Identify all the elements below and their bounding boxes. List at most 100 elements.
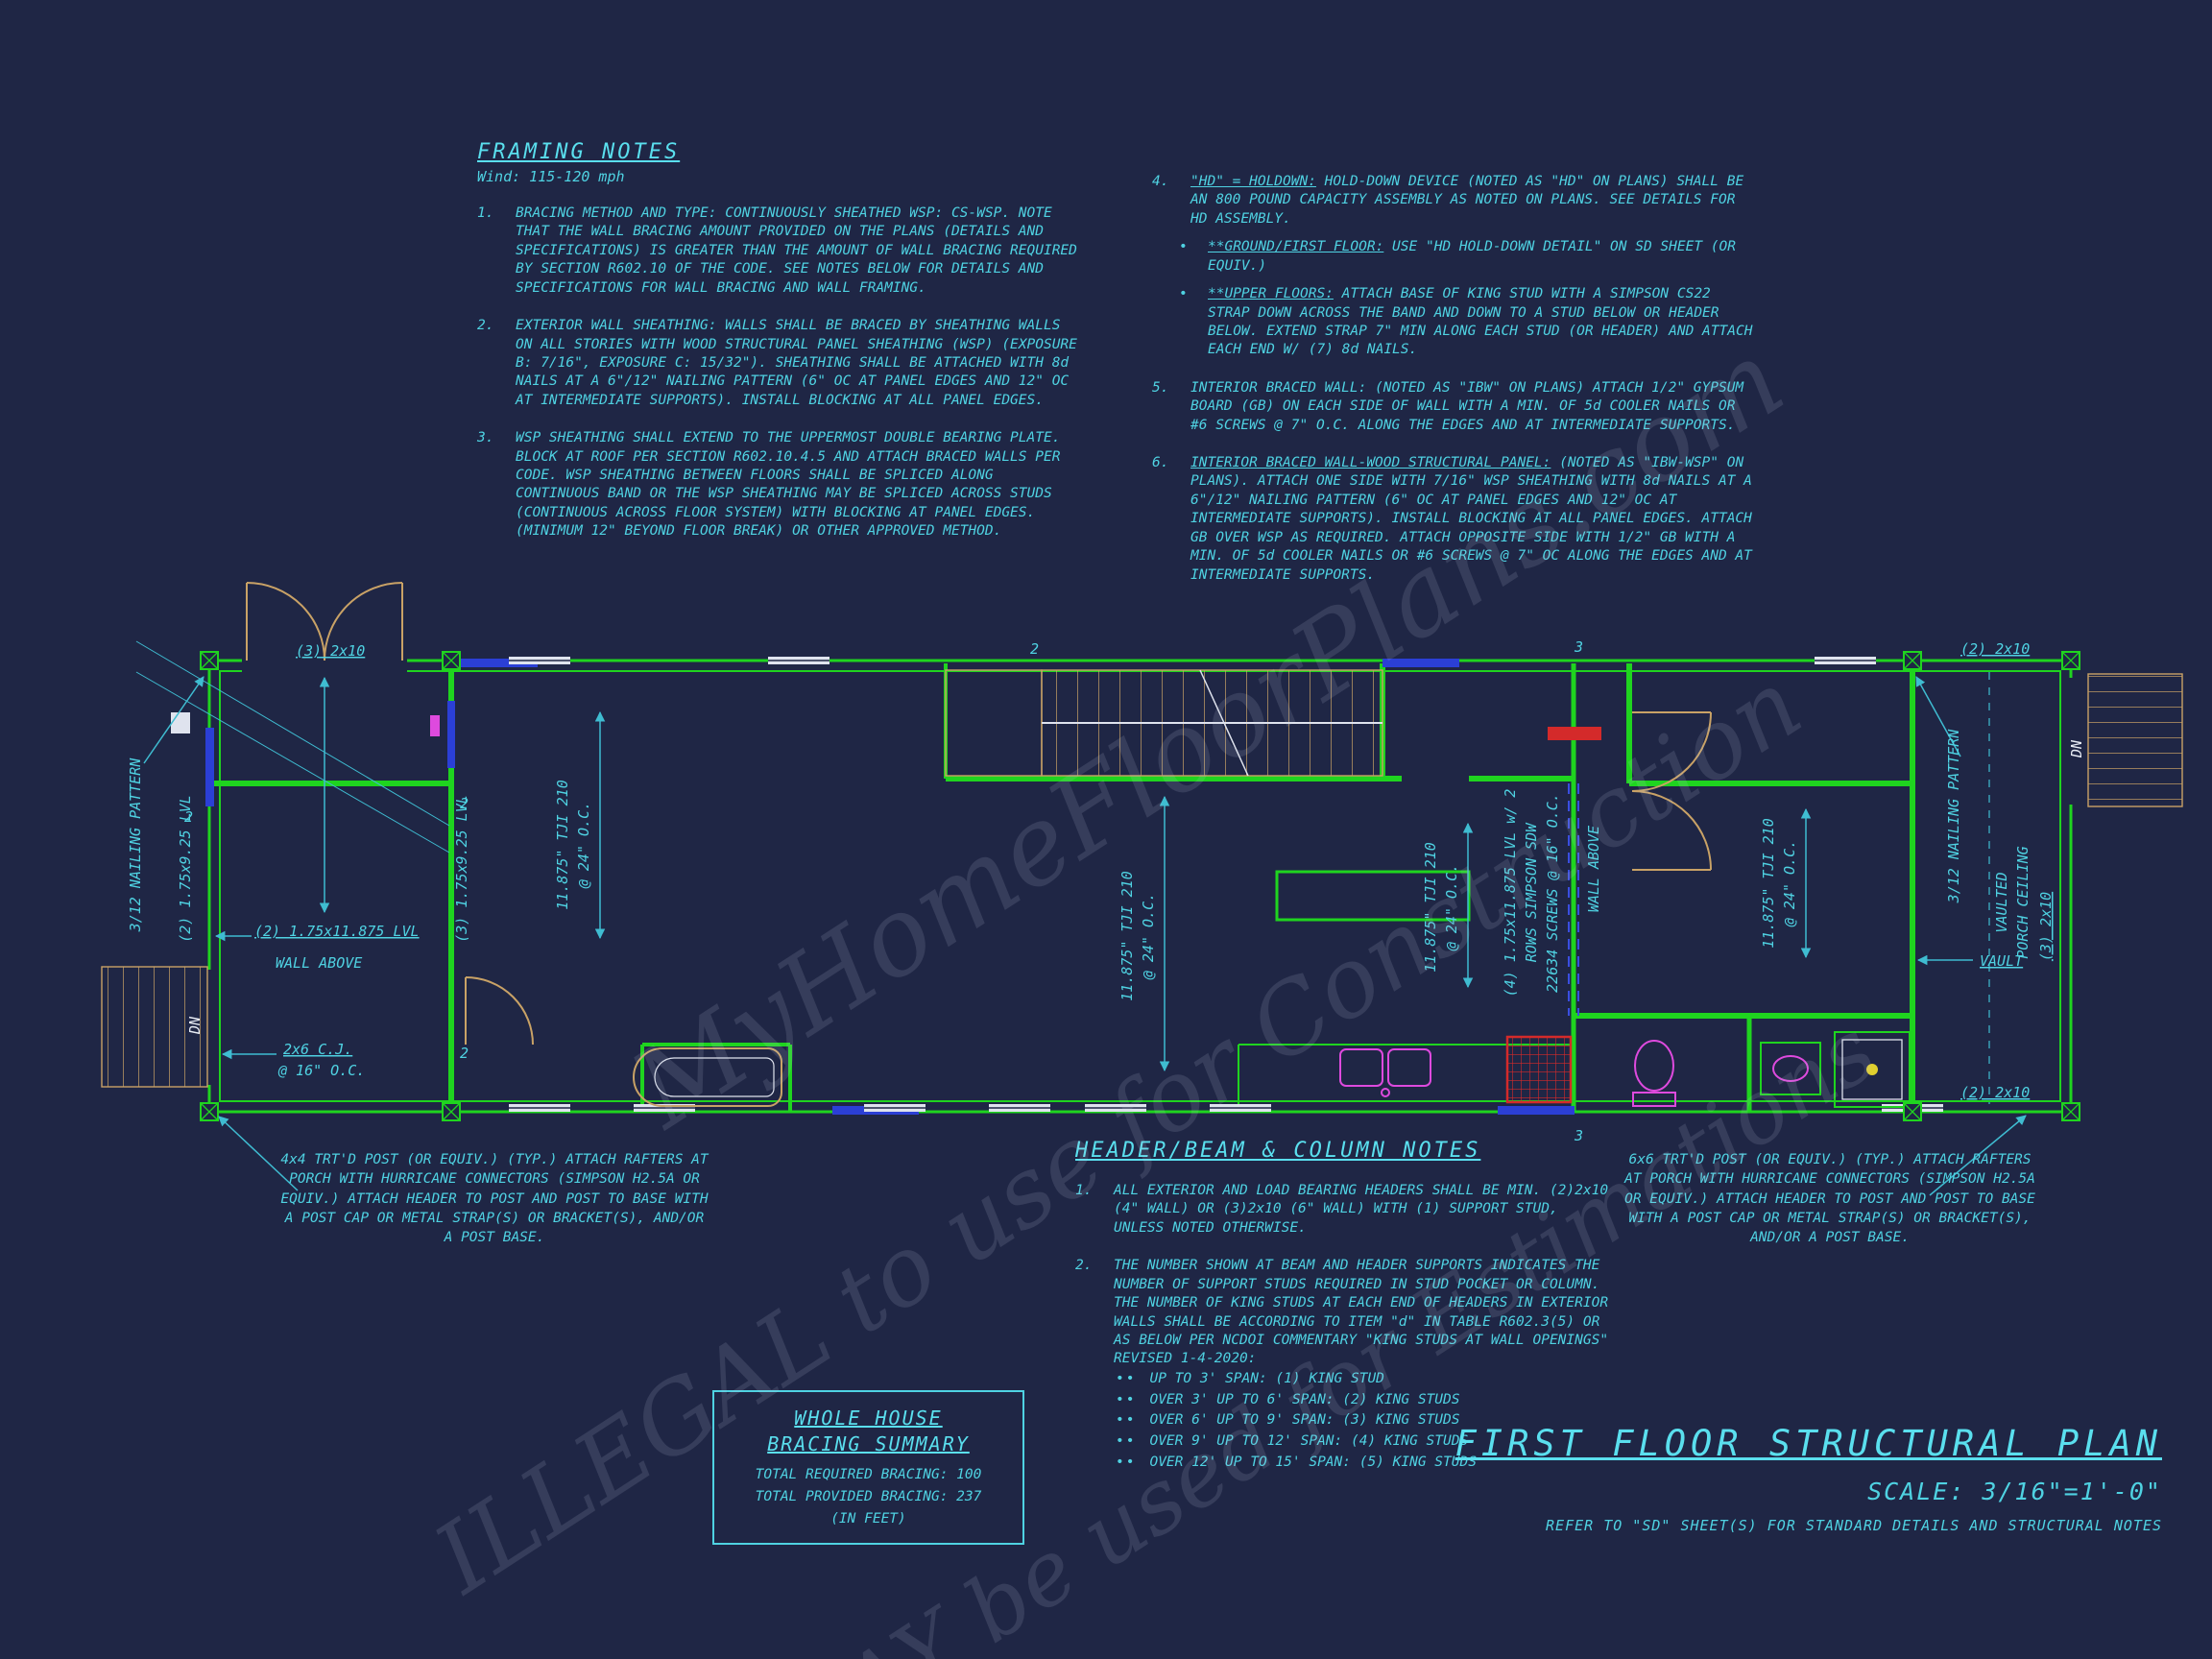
label-tji-4b: @ 24" O.C. xyxy=(1781,840,1798,927)
holdown-bullet-upper: • **UPPER FLOORS: ATTACH BASE OF KING ST… xyxy=(1179,285,1757,360)
label-stud-count: 3 xyxy=(1574,638,1583,656)
framing-notes-title: FRAMING NOTES xyxy=(477,140,681,164)
braced-panel-marks xyxy=(205,659,1601,1115)
bullet-icon: • xyxy=(1179,239,1188,255)
shower xyxy=(1834,1031,1911,1108)
porch-posts xyxy=(200,651,2080,1121)
framing-note-2: 2. EXTERIOR WALL SHEATHING: WALLS SHALL … xyxy=(477,317,1077,410)
note-body: USE "HD HOLD-DOWN DETAIL" ON SD SHEET (O… xyxy=(1208,239,1736,274)
note-lead: **UPPER FLOORS: xyxy=(1208,286,1334,302)
label-tji-3a: 11.875" TJI 210 xyxy=(1422,842,1439,972)
bracing-summary-box: WHOLE HOUSE BRACING SUMMARY TOTAL REQUIR… xyxy=(712,1390,1024,1546)
note-text: WSP SHEATHING SHALL EXTEND TO THE UPPERM… xyxy=(516,430,1061,540)
note-text: INTERIOR BRACED WALL-WOOD STRUCTURAL PAN… xyxy=(1190,454,1757,585)
windows xyxy=(509,657,1943,1112)
label-tji-1a: 11.875" TJI 210 xyxy=(554,780,571,909)
label-tji-3b: @ 24" O.C. xyxy=(1443,864,1460,951)
label-stud-count: 2 xyxy=(184,808,193,826)
label-tji-2b: @ 24" O.C. xyxy=(1140,893,1157,980)
note-text: EXTERIOR WALL SHEATHING: WALLS SHALL BE … xyxy=(516,318,1077,408)
bullet-icon: •• xyxy=(1116,1370,1137,1386)
bullet-icon: •• xyxy=(1116,1433,1137,1450)
note-lead: INTERIOR BRACED WALL-WOOD STRUCTURAL PAN… xyxy=(1190,455,1551,471)
header-beam-title: HEADER/BEAM & COLUMN NOTES xyxy=(1075,1139,1481,1163)
note-body: (NOTED AS "IBW-WSP" ON PLANS). ATTACH ON… xyxy=(1190,455,1752,583)
note-number: 2. xyxy=(1075,1258,1093,1274)
label-tji-4a: 11.875" TJI 210 xyxy=(1760,818,1777,948)
label-beam-3-2x10-right: (3) 2x10 xyxy=(2037,892,2055,961)
rule-text: OVER 6' UP TO 9' SPAN: (3) KING STUDS xyxy=(1149,1412,1460,1429)
rule-text: OVER 12' UP TO 15' SPAN: (5) KING STUDS xyxy=(1149,1454,1477,1470)
dimension-lines xyxy=(135,640,2027,1196)
label-stud-count: 2 xyxy=(460,1045,469,1062)
header-note-1: 1. ALL EXTERIOR AND LOAD BEARING HEADERS… xyxy=(1075,1182,1613,1238)
shower-drain xyxy=(1866,1064,1878,1075)
holdown-notes-section: 4. "HD" = HOLDOWN: HOLD-DOWN DEVICE (NOT… xyxy=(1152,173,1757,585)
rule-text: OVER 9' UP TO 12' SPAN: (4) KING STUDS xyxy=(1149,1433,1469,1450)
bedroom-double-door xyxy=(1631,711,1712,871)
header-note-2: 2. THE NUMBER SHOWN AT BEAM AND HEADER S… xyxy=(1075,1257,1613,1369)
label-nailing-pattern-left: 3/12 NAILING PATTERN xyxy=(127,757,144,933)
king-stud-rule-1: •• UP TO 3' SPAN: (1) KING STUD xyxy=(1116,1369,1613,1390)
holdown-bullet-ground: • **GROUND/FIRST FLOOR: USE "HD HOLD-DOW… xyxy=(1179,238,1757,276)
bullet-icon: •• xyxy=(1116,1454,1137,1470)
note-body: HOLD-DOWN DEVICE (NOTED AS "HD" ON PLANS… xyxy=(1190,174,1744,227)
king-stud-rule-5: •• OVER 12' UP TO 15' SPAN: (5) KING STUD… xyxy=(1116,1453,1613,1474)
note-text: **UPPER FLOORS: ATTACH BASE OF KING STUD… xyxy=(1208,285,1757,360)
rule-text: OVER 3' UP TO 6' SPAN: (2) KING STUDS xyxy=(1149,1391,1460,1407)
framing-note-3: 3. WSP SHEATHING SHALL EXTEND TO THE UPP… xyxy=(477,429,1077,541)
note-text: ALL EXTERIOR AND LOAD BEARING HEADERS SH… xyxy=(1114,1183,1609,1236)
label-dn-left: DN xyxy=(186,1016,204,1035)
sheet-title: FIRST FLOOR STRUCTURAL PLAN xyxy=(1455,1423,2162,1464)
stairs xyxy=(101,669,2183,1088)
note-lead: "HD" = HOLDOWN: xyxy=(1190,174,1316,189)
porch-note-left: 4x4 TRT'D POST (OR EQUIV.) (TYP.) ATTACH… xyxy=(280,1152,709,1246)
doors xyxy=(246,582,1712,1046)
bullet-icon: • xyxy=(1179,286,1188,302)
note-number: 4. xyxy=(1152,174,1169,189)
label-tji-1b: @ 24" O.C. xyxy=(575,802,592,889)
label-beam-2-2x10-bottom-right: (2) 2x10 xyxy=(1960,1084,2030,1101)
stair-landing xyxy=(945,669,1043,777)
note-number: 2. xyxy=(477,318,494,334)
panel-tick-magenta xyxy=(430,715,440,736)
label-lvl-4-line1: (4) 1.75x11.875 LVL w/ 2 xyxy=(1502,789,1519,998)
label-lvl-2-925: (2) 1.75x9.25 LVL xyxy=(177,795,194,943)
bath-vanity xyxy=(1760,1042,1821,1095)
note-number: 1. xyxy=(477,205,494,221)
bracing-unit: (IN FEET) xyxy=(830,1511,906,1527)
rule-text: UP TO 3' SPAN: (1) KING STUD xyxy=(1149,1370,1384,1386)
note-number: 5. xyxy=(1152,379,1169,396)
note-number: 3. xyxy=(477,430,494,446)
king-stud-rule-3: ••OVER 6' UP TO 9' SPAN: (3) KING STUDS xyxy=(1116,1410,1613,1431)
bracing-summary-title-2: BRACING SUMMARY xyxy=(767,1432,970,1455)
kitchen-sink xyxy=(1339,1048,1431,1097)
label-stud-count: 3 xyxy=(1574,1127,1583,1144)
header-beam-notes-section: HEADER/BEAM & COLUMN NOTES 1. ALL EXTERI… xyxy=(1075,1139,1613,1474)
label-ceiling-joist-2: @ 16" O.C. xyxy=(277,1062,365,1079)
bracing-provided: TOTAL PROVIDED BRACING: 237 xyxy=(755,1489,982,1505)
label-wall-above-rotated: WALL ABOVE xyxy=(1585,826,1602,912)
interior-door xyxy=(465,976,534,1046)
range-appliance xyxy=(1505,1035,1573,1104)
note-lead: **GROUND/FIRST FLOOR: xyxy=(1208,239,1384,255)
framing-note-1: 1. BRACING METHOD AND TYPE: CONTINUOUSLY… xyxy=(477,204,1077,298)
bracing-required: TOTAL REQUIRED BRACING: 100 xyxy=(755,1467,982,1482)
label-vaulted-2: PORCH CEILING xyxy=(2014,846,2032,958)
entry-double-door xyxy=(246,582,403,661)
toilet xyxy=(1632,1040,1676,1107)
label-lvl-3-925: (3) 1.75x9.25 LVL xyxy=(453,795,470,943)
framing-notes-section: FRAMING NOTES Wind: 115-120 mph 1. BRACI… xyxy=(477,140,1077,541)
fixtures xyxy=(171,712,1911,1108)
note-number: 6. xyxy=(1152,455,1169,471)
note-text: INTERIOR BRACED WALL: (NOTED AS "IBW" ON… xyxy=(1190,379,1744,433)
note-text: "HD" = HOLDOWN: HOLD-DOWN DEVICE (NOTED … xyxy=(1190,173,1757,228)
note-number: 1. xyxy=(1075,1183,1093,1198)
label-stud-count: 2 xyxy=(460,795,469,812)
label-beam-2-2x10-top-right: (2) 2x10 xyxy=(1960,640,2030,658)
label-ceiling-joist-1: 2x6 C.J. xyxy=(283,1041,352,1058)
bullet-icon: •• xyxy=(1116,1391,1137,1407)
label-lvl-2-11875: (2) 1.75x11.875 LVL xyxy=(254,923,420,940)
